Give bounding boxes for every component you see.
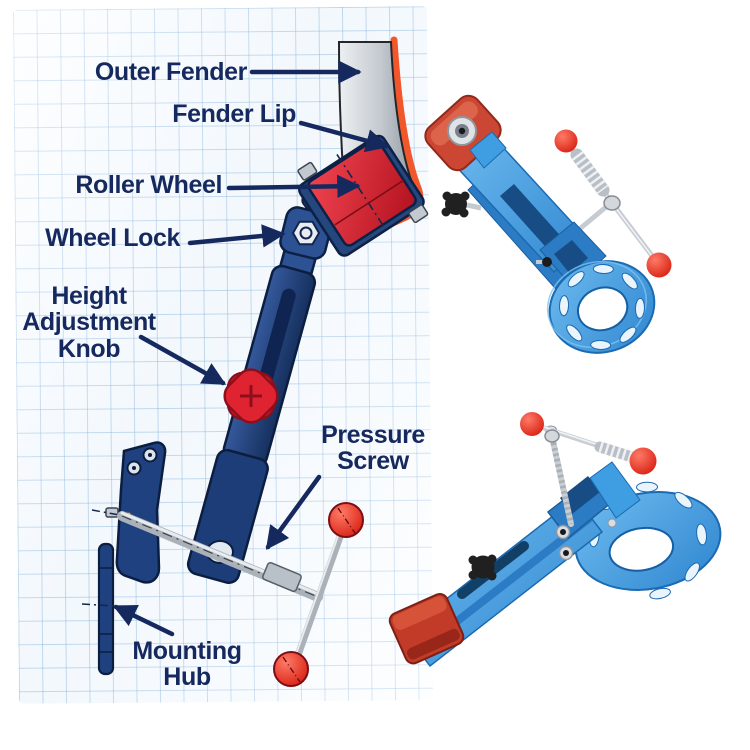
- fender-lip-arrow: [298, 120, 390, 153]
- product-photo-bottom: [388, 412, 722, 668]
- height-adjustment-knob-diagram: [223, 368, 279, 424]
- wheel-lock-label: Wheel Lock: [45, 224, 180, 252]
- mounting-hub-label: Mounting Hub: [132, 637, 242, 692]
- mounting-hub-arrow: [112, 604, 175, 637]
- roller-wheel-label: Roller Wheel: [75, 171, 222, 199]
- outer-fender-label: Outer Fender: [94, 58, 248, 86]
- pressure-screw-arrow: [265, 474, 322, 550]
- clamp-knob-top-photo: [441, 191, 470, 218]
- roller-bottom-photo: [388, 592, 465, 665]
- mounting-hub-bar: [81, 542, 131, 676]
- roller-wheel-arrow: [226, 174, 361, 199]
- wheel-lock-arrow: [187, 224, 286, 248]
- pressure-screw-label: Pressure Screw: [321, 421, 425, 476]
- height-adjustment-knob-label: Height Adjustment Knob: [22, 282, 156, 363]
- bracket-plate: [91, 441, 167, 584]
- roller-wheel-diagram: [297, 134, 429, 257]
- pressure-screw-assembly: [117, 502, 364, 687]
- fender-lip-label: Fender Lip: [172, 100, 296, 128]
- product-photo-top: [424, 94, 672, 354]
- hub-flange-top-photo: [546, 260, 656, 354]
- height-knob-arrow: [138, 334, 227, 386]
- hub-flange-bottom-photo: [574, 481, 722, 600]
- label-arrows: [112, 60, 390, 637]
- clamp-knob-bottom-photo: [468, 554, 497, 581]
